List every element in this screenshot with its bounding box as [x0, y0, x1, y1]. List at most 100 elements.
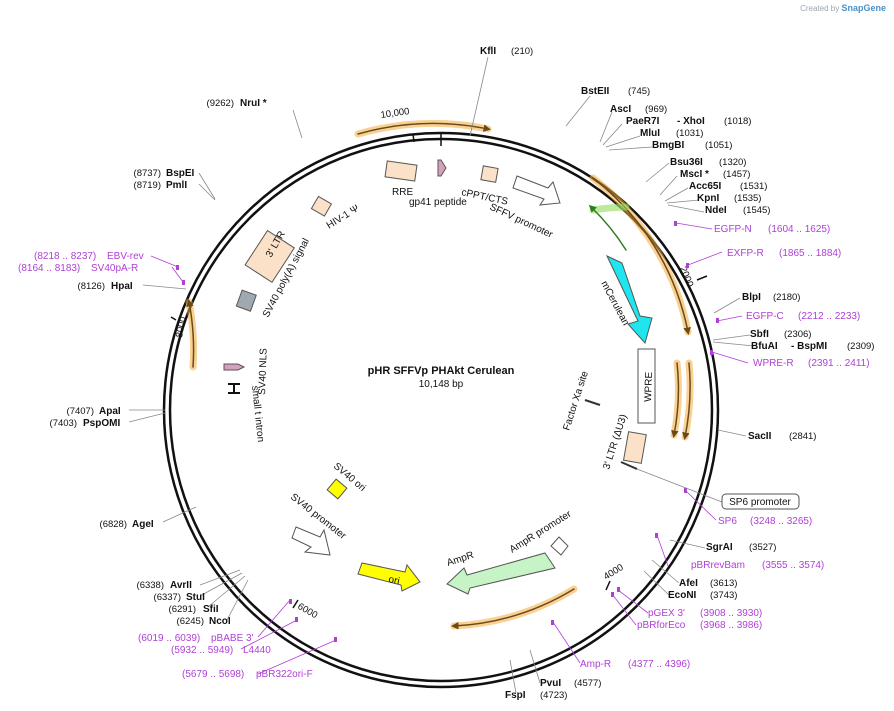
primer-ebv-rev-name: EBV-rev — [107, 251, 144, 262]
site-afei-name: AfeI — [679, 578, 698, 589]
site-pvui-name: PvuI — [540, 678, 561, 689]
ori-label: ori — [387, 574, 400, 587]
site-ncoi-name: NcoI — [209, 616, 231, 627]
tick-6000 — [292, 599, 299, 609]
primer-pgex3-pos: (3908 .. 3930) — [700, 608, 762, 619]
factor-xa-marker — [584, 399, 601, 406]
site-sacii-pos: (2841) — [789, 431, 816, 442]
primer-sv40pa-r-name: SV40pA-R — [91, 263, 138, 274]
site-sfii-pos: (6291) — [169, 604, 196, 615]
orf-arc-mid1 — [671, 362, 680, 438]
sites-right: KflI (210) BstEII (745) AscI (969) PaeR7… — [480, 46, 874, 701]
site-apai-name: ApaI — [99, 406, 121, 417]
site-mlui-name: MluI — [640, 128, 660, 139]
site-pmli-pos: (8719) — [134, 180, 161, 191]
primer-egfp-c-pos: (2212 .. 2233) — [798, 311, 860, 322]
tick-8000 — [170, 316, 177, 321]
site-msci-name: MscI * — [680, 169, 709, 180]
site-blpi-pos: (2180) — [773, 292, 800, 303]
credit-prefix: Created by — [800, 4, 840, 13]
primer-egfp-c-name: EGFP-C — [746, 311, 784, 322]
site-hpai-name: HpaI — [111, 281, 133, 292]
orf-arc-right — [592, 177, 691, 335]
site-sbfi-name: SbfI — [750, 329, 769, 340]
sv40-nls-marker — [223, 363, 246, 371]
site-paer7i-pos: (1018) — [724, 116, 751, 127]
site-sfii-name: SfiI — [203, 604, 219, 615]
tick-label-2000: 2000 — [677, 265, 695, 289]
primer-pbabe3-pos: (6019 .. 6039) — [138, 633, 200, 644]
site-econi-pos: (3743) — [710, 590, 737, 601]
primer-pbrforeco-pos: (3968 .. 3986) — [700, 620, 762, 631]
tick-label-8000: 8000 — [174, 316, 189, 339]
primer-ebv-rev-pos: (8218 .. 8237) — [34, 251, 96, 262]
site-bmgbi-pos: (1051) — [705, 140, 732, 151]
orf-arc-mid2 — [682, 362, 691, 440]
ori-arrow — [357, 562, 421, 592]
site-econi-name: EcoNI — [668, 590, 697, 601]
site-mlui-pos: (1031) — [676, 128, 703, 139]
plasmid-title: pHR SFFVp PHAkt Cerulean — [368, 365, 515, 377]
ampr-label: AmpR — [446, 550, 476, 569]
sffv-promoter-arrow — [512, 175, 561, 206]
site-avrii-name: AvrII — [170, 580, 192, 591]
gp41-label: gp41 peptide — [409, 197, 467, 208]
orf-arc-green-glow — [589, 203, 630, 214]
site-stui-name: StuI — [186, 592, 205, 603]
gp41-marker — [437, 159, 447, 177]
site-fspi-pos: (4723) — [540, 690, 567, 701]
site-bfuai-pos: (2309) — [847, 341, 874, 352]
site-sacii-name: SacII — [748, 431, 772, 442]
site-asci-name: AscI — [610, 104, 631, 115]
primer-exfp-r-pos: (1865 .. 1884) — [779, 248, 841, 259]
site-ndei-name: NdeI — [705, 205, 727, 216]
ampr-arrow — [446, 552, 556, 595]
tick-label-10000: 10,000 — [380, 106, 410, 121]
site-bspei-pos: (8737) — [134, 168, 161, 179]
primer-sv40pa-r-pos: (8164 .. 8183) — [18, 263, 80, 274]
rre-box — [384, 160, 418, 182]
wpre-label: WPRE — [643, 371, 655, 402]
sv40-polya-box — [235, 289, 257, 312]
sv40-promoter-arrow — [291, 526, 331, 556]
tick-2000 — [696, 275, 708, 281]
site-xhoi-name: - XhoI — [677, 116, 705, 127]
tick-label-6000: 6000 — [296, 601, 320, 621]
sv40-nls-label: SV40 NLS — [257, 348, 270, 395]
site-paer7i-name: PaeR7I — [626, 116, 660, 127]
site-bsu36i-name: Bsu36I — [670, 157, 703, 168]
primer-egfp-n-name: EGFP-N — [714, 224, 752, 235]
site-fspi-name: FspI — [505, 690, 526, 701]
sp6-promoter-label: SP6 promoter — [729, 497, 791, 508]
site-acc65i-pos: (1531) — [740, 181, 767, 192]
site-bspei-name: BspEI — [166, 168, 195, 179]
ltr3-du3-label: 3' LTR (ΔU3) — [601, 413, 629, 471]
snapgene-credit: Created by SnapGene — [800, 3, 886, 13]
primer-wpre-r-pos: (2391 .. 2411) — [808, 358, 870, 369]
sp6-promoter-leader — [636, 468, 723, 503]
site-apai-pos: (7407) — [67, 406, 94, 417]
cppt-box — [480, 165, 499, 183]
primer-pbrrevbam-name: pBRrevBam — [691, 560, 745, 571]
site-pmli-name: PmlI — [166, 180, 187, 191]
site-bsteii-name: BstEII — [581, 86, 610, 97]
sv40-ori-box — [326, 478, 348, 500]
plasmid-size: 10,148 bp — [419, 379, 464, 390]
tick-10000 — [412, 133, 415, 143]
tick-label-4000: 4000 — [602, 562, 626, 583]
site-kpni-pos: (1535) — [734, 193, 761, 204]
primer-exfp-r-name: EXFP-R — [727, 248, 764, 259]
site-asci-pos: (969) — [645, 104, 667, 115]
site-kfli-name: KflI — [480, 46, 496, 57]
primer-pbr322ori-f-pos: (5679 .. 5698) — [182, 669, 244, 680]
primer-markers — [176, 221, 719, 642]
site-ncoi-pos: (6245) — [177, 616, 204, 627]
small-t-intron-marker — [228, 383, 240, 394]
ltr3-left-box — [244, 229, 296, 284]
site-agei-pos: (6828) — [100, 519, 127, 530]
orf-arc-top — [357, 122, 491, 135]
primer-leaders — [150, 222, 749, 675]
primer-sp6-name: SP6 — [718, 516, 737, 527]
primer-l4440-pos: (5932 .. 5949) — [171, 645, 233, 656]
